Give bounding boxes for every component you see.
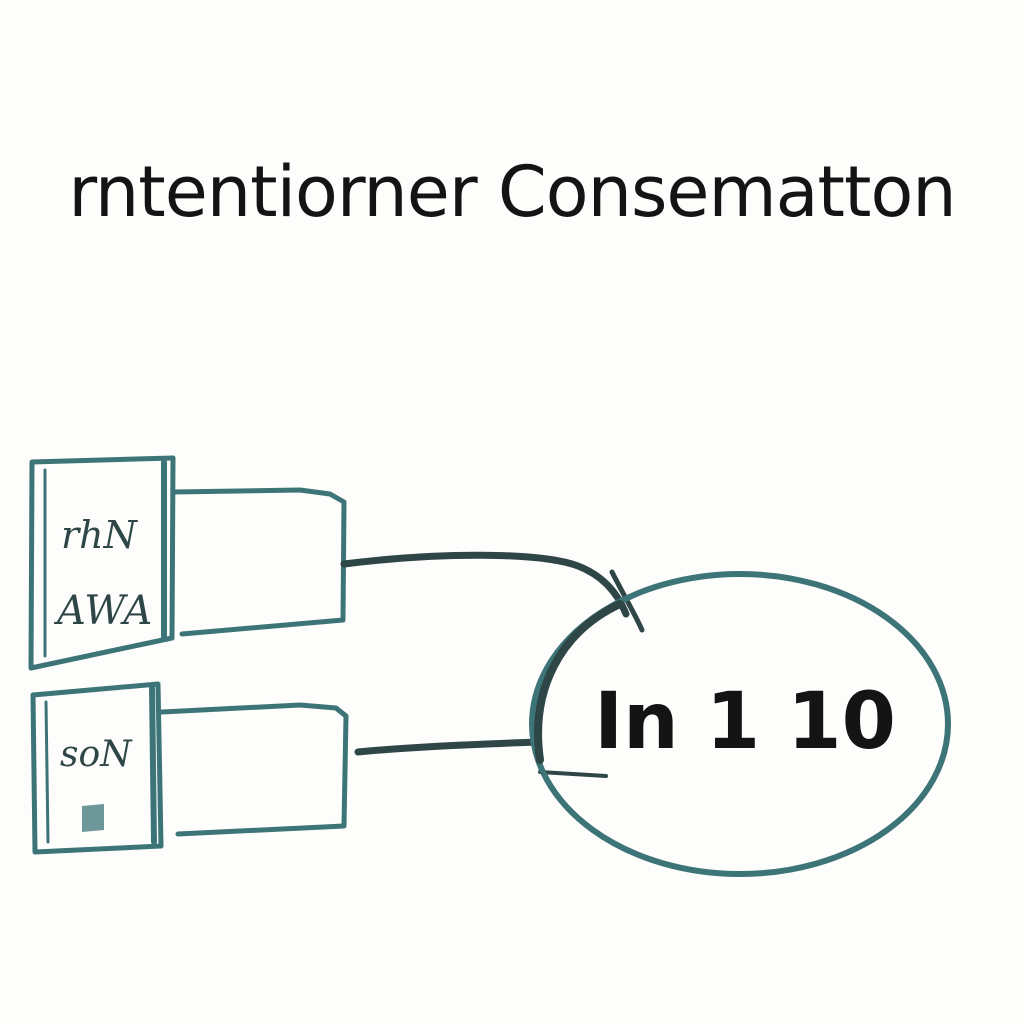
node-label: In 1 10 (594, 677, 896, 767)
device-top-scribble-1: rhN (61, 513, 139, 557)
device-top-scribble-2: AWA (53, 588, 152, 634)
device-top-extension (170, 487, 347, 637)
node: In 1 10 (529, 571, 951, 877)
connector-top-junction (609, 569, 645, 633)
node-ellipse (529, 571, 951, 877)
connector-top (340, 551, 630, 618)
device-top: rhN AWA (28, 455, 347, 671)
node-ellipse-shading (534, 600, 624, 764)
device-bottom-port-icon (82, 804, 104, 832)
device-bottom-scribble-1: soN (60, 734, 133, 775)
device-bottom-inner-edge (44, 700, 50, 844)
diagram-title: rntentiorner Consematton (68, 151, 956, 233)
connector-bottom-tick (538, 770, 608, 778)
device-bottom-panel (30, 681, 164, 855)
device-bottom-divider (149, 685, 157, 845)
connector-bottom (354, 738, 540, 756)
device-bottom-extension (159, 702, 349, 837)
device-top-panel (28, 455, 176, 671)
device-bottom: soN (30, 681, 349, 855)
